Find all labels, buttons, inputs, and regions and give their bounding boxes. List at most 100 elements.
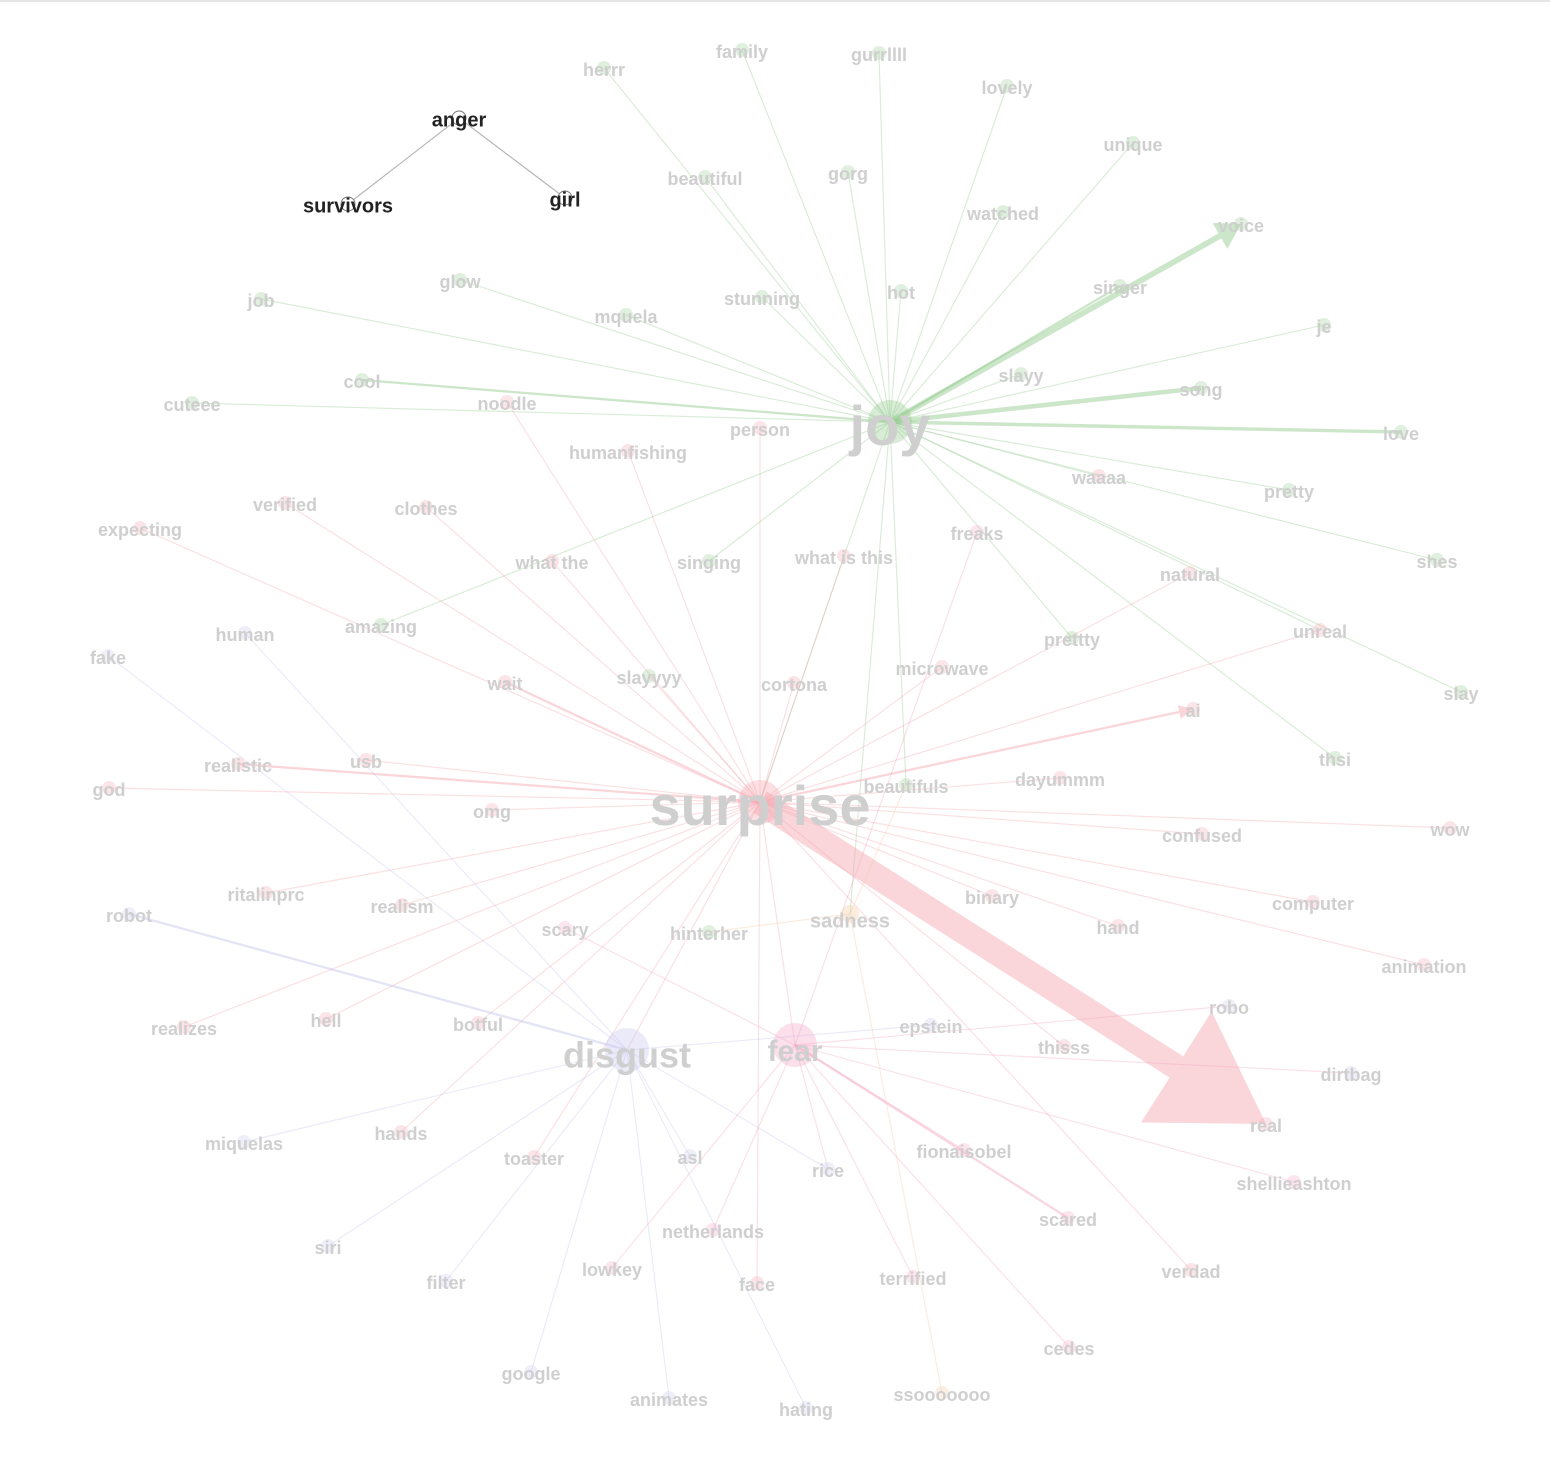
word-node-glow[interactable] xyxy=(453,273,467,287)
word-node-human[interactable] xyxy=(238,626,252,640)
word-node-face[interactable] xyxy=(750,1276,764,1290)
word-node-slayyyy[interactable] xyxy=(642,669,656,683)
word-node-ritalinprc[interactable] xyxy=(259,886,273,900)
word-node-je[interactable] xyxy=(1317,318,1331,332)
word-node-beautiful[interactable] xyxy=(698,170,712,184)
word-node-scared[interactable] xyxy=(1061,1211,1075,1225)
word-node-animates[interactable] xyxy=(662,1391,676,1405)
word-node-herrr[interactable] xyxy=(597,61,611,75)
word-node-hinterher[interactable] xyxy=(702,925,716,939)
hub-node-joy[interactable] xyxy=(868,400,912,444)
word-node-confused[interactable] xyxy=(1195,827,1209,841)
word-node-song[interactable] xyxy=(1194,381,1208,395)
word-node-stunning[interactable] xyxy=(755,290,769,304)
word-node-usb[interactable] xyxy=(359,753,373,767)
word-node-clothes[interactable] xyxy=(419,500,433,514)
word-node-toaster[interactable] xyxy=(527,1150,541,1164)
word-node-natural[interactable] xyxy=(1183,566,1197,580)
word-node-shes[interactable] xyxy=(1430,553,1444,567)
word-node-person[interactable] xyxy=(753,421,767,435)
word-node-computer[interactable] xyxy=(1306,895,1320,909)
word-node-thisss[interactable] xyxy=(1057,1039,1071,1053)
word-node-cedes[interactable] xyxy=(1062,1340,1076,1354)
word-node-unique[interactable] xyxy=(1126,136,1140,150)
hub-node-disgust[interactable] xyxy=(605,1028,649,1072)
word-node-miquelas[interactable] xyxy=(237,1135,251,1149)
word-node-whatisthis[interactable] xyxy=(837,549,851,563)
word-node-beautifuls[interactable] xyxy=(899,778,913,792)
word-node-fake[interactable] xyxy=(101,649,115,663)
word-node-real[interactable] xyxy=(1259,1117,1273,1131)
hub-node-anger[interactable] xyxy=(451,110,467,126)
word-node-realism[interactable] xyxy=(395,898,409,912)
word-node-gorg[interactable] xyxy=(841,165,855,179)
word-node-siri[interactable] xyxy=(321,1239,335,1253)
word-node-cuteee[interactable] xyxy=(185,396,199,410)
word-node-wait[interactable] xyxy=(498,675,512,689)
word-node-cortona[interactable] xyxy=(787,676,801,690)
word-node-survivors[interactable] xyxy=(340,196,356,212)
word-node-netherlands[interactable] xyxy=(706,1223,720,1237)
word-node-waaaa[interactable] xyxy=(1092,469,1106,483)
word-node-unreal[interactable] xyxy=(1313,623,1327,637)
word-node-slayy[interactable] xyxy=(1014,367,1028,381)
hub-node-sadness[interactable] xyxy=(841,905,859,923)
word-node-cool[interactable] xyxy=(355,373,369,387)
word-node-ai[interactable] xyxy=(1186,702,1200,716)
word-node-realizes[interactable] xyxy=(177,1020,191,1034)
word-node-robot[interactable] xyxy=(122,907,136,921)
word-node-love[interactable] xyxy=(1394,425,1408,439)
word-node-asl[interactable] xyxy=(683,1149,697,1163)
word-node-epstein[interactable] xyxy=(924,1018,938,1032)
word-node-robo[interactable] xyxy=(1222,999,1236,1013)
word-node-hell[interactable] xyxy=(319,1012,333,1026)
word-node-singer[interactable] xyxy=(1113,279,1127,293)
word-node-google[interactable] xyxy=(524,1365,538,1379)
word-node-whatthe[interactable] xyxy=(545,554,559,568)
word-node-expecting[interactable] xyxy=(133,521,147,535)
word-node-girl[interactable] xyxy=(557,190,573,206)
word-node-lowkey[interactable] xyxy=(605,1261,619,1275)
word-node-dirtbag[interactable] xyxy=(1344,1066,1358,1080)
word-node-shellieashton[interactable] xyxy=(1287,1175,1301,1189)
word-node-thsi[interactable] xyxy=(1328,751,1342,765)
word-node-hating[interactable] xyxy=(799,1401,813,1415)
word-node-singing[interactable] xyxy=(702,554,716,568)
word-node-voice[interactable] xyxy=(1234,217,1248,231)
word-node-god[interactable] xyxy=(102,781,116,795)
word-node-binary[interactable] xyxy=(985,889,999,903)
word-node-lovely[interactable] xyxy=(1000,79,1014,93)
word-node-omg[interactable] xyxy=(485,803,499,817)
word-node-filter[interactable] xyxy=(439,1274,453,1288)
word-node-job[interactable] xyxy=(254,292,268,306)
hub-node-surprise[interactable] xyxy=(738,780,782,824)
word-node-realistic[interactable] xyxy=(231,757,245,771)
word-node-ssooooooo[interactable] xyxy=(935,1386,949,1400)
word-node-gurrlll[interactable] xyxy=(872,46,886,60)
word-node-fionaisobel[interactable] xyxy=(957,1143,971,1157)
word-node-pretty[interactable] xyxy=(1282,483,1296,497)
word-node-verified[interactable] xyxy=(278,496,292,510)
word-node-mquela[interactable] xyxy=(619,308,633,322)
word-node-botful[interactable] xyxy=(471,1016,485,1030)
word-node-freaks[interactable] xyxy=(970,525,984,539)
word-node-noodle[interactable] xyxy=(500,395,514,409)
word-node-prettty[interactable] xyxy=(1065,631,1079,645)
word-node-dayummm[interactable] xyxy=(1053,771,1067,785)
word-node-verdad[interactable] xyxy=(1184,1263,1198,1277)
hub-node-fear[interactable] xyxy=(773,1023,817,1067)
word-node-wow[interactable] xyxy=(1443,821,1457,835)
word-node-rice[interactable] xyxy=(821,1162,835,1176)
word-node-terrified[interactable] xyxy=(906,1270,920,1284)
word-node-watched[interactable] xyxy=(996,205,1010,219)
word-node-scary[interactable] xyxy=(558,921,572,935)
word-node-hot[interactable] xyxy=(894,284,908,298)
word-node-animation[interactable] xyxy=(1417,958,1431,972)
word-node-humanfishing[interactable] xyxy=(621,444,635,458)
word-node-hands[interactable] xyxy=(394,1125,408,1139)
word-node-amazing[interactable] xyxy=(374,618,388,632)
word-node-microwave[interactable] xyxy=(935,660,949,674)
word-node-hand[interactable] xyxy=(1111,919,1125,933)
word-node-slay[interactable] xyxy=(1454,685,1468,699)
